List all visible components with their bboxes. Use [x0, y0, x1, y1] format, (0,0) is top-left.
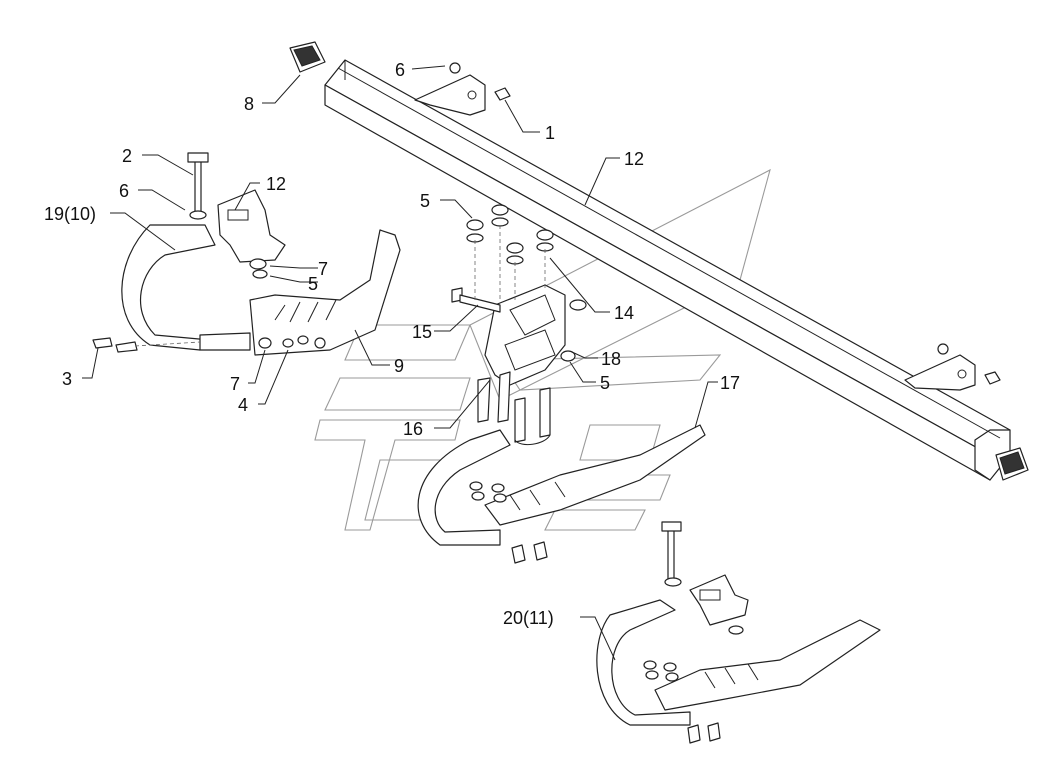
callout-14: 14	[614, 303, 634, 323]
center-nuts	[466, 204, 554, 300]
callout-7b: 7	[230, 374, 240, 394]
callout-4: 4	[238, 395, 248, 415]
center-clamp	[451, 204, 587, 446]
callout-5b: 5	[308, 274, 318, 294]
leader-lines	[82, 65, 718, 661]
tine-center	[417, 424, 706, 564]
callout-17: 17	[720, 373, 740, 393]
end-cap-top	[289, 41, 326, 73]
callout-5a: 5	[420, 191, 430, 211]
tine-bottom	[596, 521, 881, 744]
callout-8: 8	[244, 94, 254, 114]
callout-16: 16	[403, 419, 423, 439]
callout-19: 19(10)	[44, 204, 96, 224]
lower-mount-bracket	[904, 343, 1001, 391]
callout-labels: 6 8 1 2 12 12 6 19(10) 5 7 5 14 15 9 18 …	[44, 60, 740, 628]
callout-7a: 6	[395, 60, 405, 80]
callout-12b: 12	[624, 149, 644, 169]
end-cap-bottom	[995, 447, 1029, 481]
frame-tube	[324, 59, 1011, 481]
callout-12a: 12	[266, 174, 286, 194]
callout-3: 3	[62, 369, 72, 389]
callout-6a: 6	[119, 181, 129, 201]
callout-15: 15	[412, 322, 432, 342]
callout-18: 18	[601, 349, 621, 369]
top-mount-bracket	[414, 62, 511, 116]
tine-left	[92, 152, 286, 353]
callout-6b: 7	[318, 259, 328, 279]
callout-9: 9	[394, 356, 404, 376]
callout-5c: 5	[600, 373, 610, 393]
tine-point-left	[249, 229, 401, 356]
callout-1: 1	[545, 123, 555, 143]
callout-20: 20(11)	[503, 608, 554, 628]
callout-2: 2	[122, 146, 132, 166]
